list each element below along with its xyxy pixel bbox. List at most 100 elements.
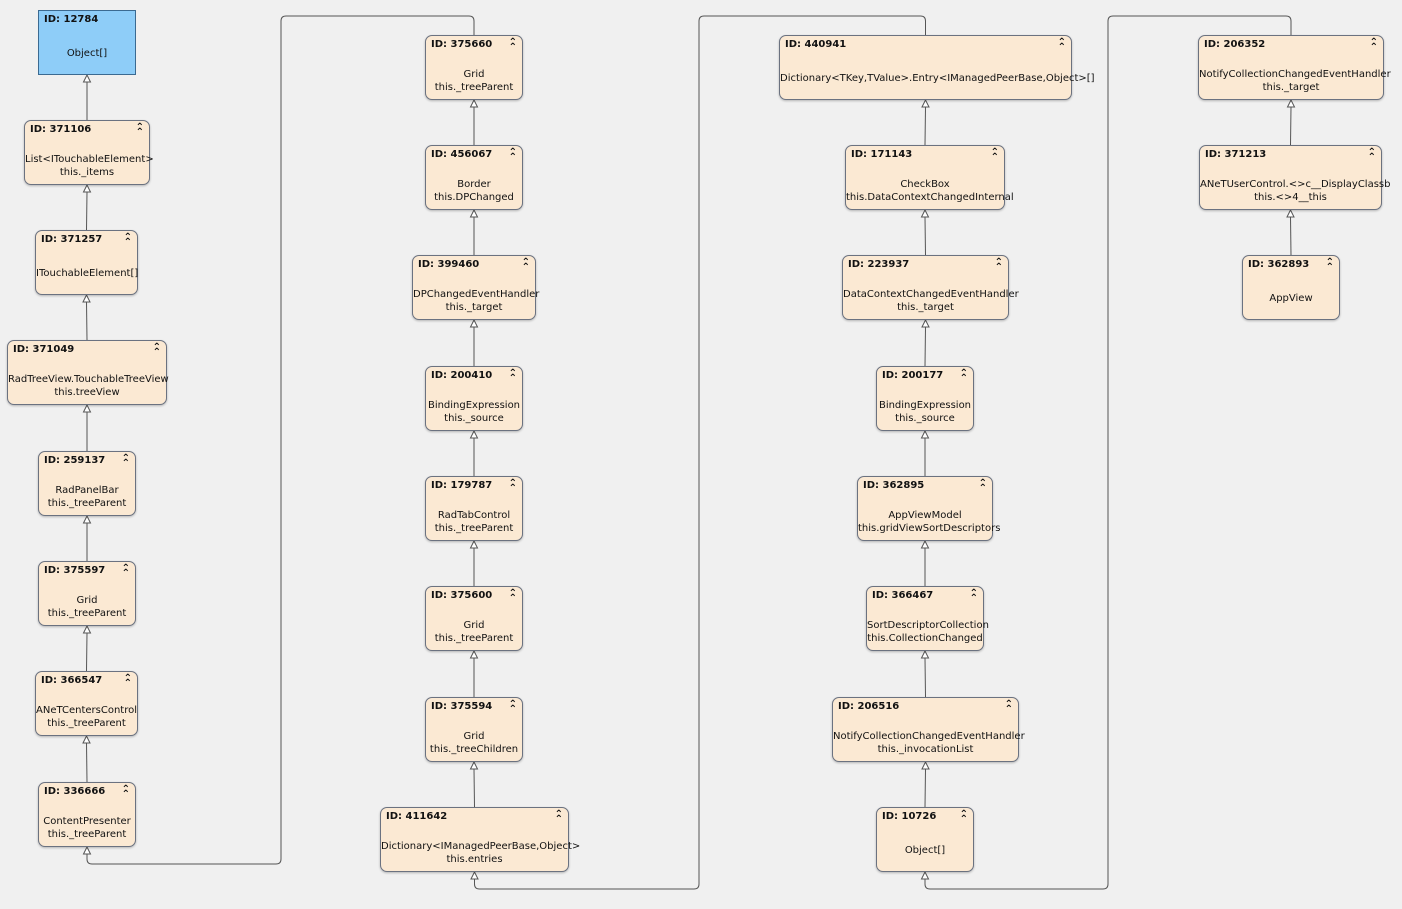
node-id-label: ID: 371257 (41, 234, 103, 245)
node-type-label: ANeTCentersControl (36, 705, 138, 716)
double-chevron-up-icon[interactable]: ⌃⌃ (554, 809, 563, 825)
object-node[interactable]: ID: 411642⌃⌃Dictionary<IManagedPeerBase,… (380, 807, 580, 872)
object-node[interactable]: ID: 440941⌃⌃Dictionary<TKey,TValue>.Entr… (779, 35, 1095, 100)
node-body: ITouchableElement[] (36, 267, 138, 280)
node-field-label: this.entries (446, 854, 503, 865)
double-chevron-up-icon[interactable]: ⌃⌃ (994, 257, 1003, 273)
double-chevron-up-icon[interactable]: ⌃⌃ (990, 147, 999, 163)
object-node[interactable]: ID: 206352⌃⌃NotifyCollectionChangedEvent… (1198, 35, 1391, 100)
double-chevron-up-icon[interactable]: ⌃⌃ (521, 257, 530, 273)
arrowhead-icon (921, 98, 930, 108)
double-chevron-up-icon[interactable]: ⌃⌃ (152, 342, 161, 358)
arrowhead-icon (469, 318, 479, 328)
double-chevron-up-icon[interactable]: ⌃⌃ (1325, 257, 1334, 273)
object-node[interactable]: ID: 362893⌃⌃AppView (1242, 255, 1340, 320)
double-chevron-up-icon[interactable]: ⌃⌃ (135, 122, 144, 138)
node-field-label: this.gridViewSortDescriptors (858, 523, 1001, 534)
double-chevron-up-icon[interactable]: ⌃⌃ (508, 699, 517, 715)
node-type-label: DataContextChangedEventHandler (843, 289, 1019, 300)
reference-edge-line (924, 326, 926, 367)
object-node[interactable]: ID: 371213⌃⌃ANeTUserControl.<>c__Display… (1199, 145, 1390, 210)
node-field-label: this._target (445, 302, 503, 313)
arrowhead-icon (921, 318, 930, 328)
double-chevron-up-icon[interactable]: ⌃⌃ (123, 673, 132, 689)
double-chevron-up-icon[interactable]: ⌃⌃ (121, 453, 130, 469)
node-field-label: this.DataContextChangedInternal (846, 192, 1014, 203)
double-chevron-up-icon[interactable]: ⌃⌃ (959, 368, 968, 384)
node-type-label: Border (457, 179, 491, 190)
node-type-label: RadTabControl (437, 510, 511, 521)
node-id-label: ID: 200410 (431, 370, 493, 381)
double-chevron-up-icon[interactable]: ⌃⌃ (508, 368, 517, 384)
arrowhead-icon (82, 514, 92, 524)
arrowhead-icon (920, 208, 930, 218)
double-chevron-up-icon[interactable]: ⌃⌃ (123, 232, 132, 248)
double-chevron-up-icon[interactable]: ⌃⌃ (969, 588, 978, 604)
node-type-label: Dictionary<TKey,TValue>.Entry<IManagedPe… (780, 73, 1095, 84)
object-node[interactable]: ID: 206516⌃⌃NotifyCollectionChangedEvent… (832, 697, 1025, 762)
double-chevron-up-icon[interactable]: ⌃⌃ (508, 588, 517, 604)
object-node[interactable]: ID: 371049⌃⌃RadTreeView.TouchableTreeVie… (7, 340, 169, 405)
reference-edge-line (473, 768, 475, 808)
reference-edge-line (86, 301, 88, 341)
arrowhead-icon (920, 649, 930, 659)
double-chevron-up-icon[interactable]: ⌃⌃ (508, 37, 517, 53)
node-field-label: this._treeParent (47, 829, 127, 840)
arrowhead-icon (469, 539, 479, 549)
object-node[interactable]: ID: 371257 ⌃⌃ ITouchableElement[] (35, 230, 138, 295)
node-field-label: this._source (895, 413, 955, 424)
node-type-label: Grid (76, 595, 98, 606)
double-chevron-up-icon[interactable]: ⌃⌃ (121, 563, 130, 579)
double-chevron-up-icon[interactable]: ⌃⌃ (978, 478, 987, 494)
arrowhead-icon (470, 870, 479, 880)
double-chevron-up-icon[interactable]: ⌃⌃ (959, 809, 968, 825)
reference-edge-line (924, 106, 926, 146)
arrowhead-icon (469, 208, 479, 218)
node-id-label: ID: 200177 (882, 370, 944, 381)
node-body: AppView (1243, 292, 1339, 305)
double-chevron-up-icon[interactable]: ⌃⌃ (1369, 37, 1378, 53)
double-chevron-up-icon[interactable]: ⌃⌃ (1004, 699, 1013, 715)
double-chevron-up-icon[interactable]: ⌃⌃ (1367, 147, 1376, 163)
reference-edge-line (1290, 106, 1292, 146)
double-chevron-up-icon[interactable]: ⌃⌃ (121, 784, 130, 800)
node-field-label: this._invocationList (877, 744, 974, 755)
double-chevron-up-icon[interactable]: ⌃⌃ (1057, 37, 1066, 53)
node-id-label: ID: 375597 (44, 565, 106, 576)
double-chevron-up-icon[interactable]: ⌃⌃ (508, 478, 517, 494)
node-id-label: ID: 206352 (1204, 39, 1266, 50)
reference-edge-line (924, 657, 926, 698)
arrowhead-icon (82, 293, 91, 303)
node-id-label: ID: 375660 (431, 39, 493, 50)
arrowhead-icon (469, 649, 479, 659)
object-node[interactable]: ID: 10726⌃⌃Object[] (876, 807, 974, 872)
node-id-label: ID: 456067 (431, 149, 493, 160)
object-node[interactable]: ID: 371106⌃⌃List<ITouchableElement>this.… (24, 120, 154, 185)
node-type-label: SortDescriptorCollection (867, 620, 989, 631)
double-chevron-up-icon[interactable]: ⌃⌃ (508, 147, 517, 163)
object-node[interactable]: ID: 223937⌃⌃DataContextChangedEventHandl… (842, 255, 1019, 320)
